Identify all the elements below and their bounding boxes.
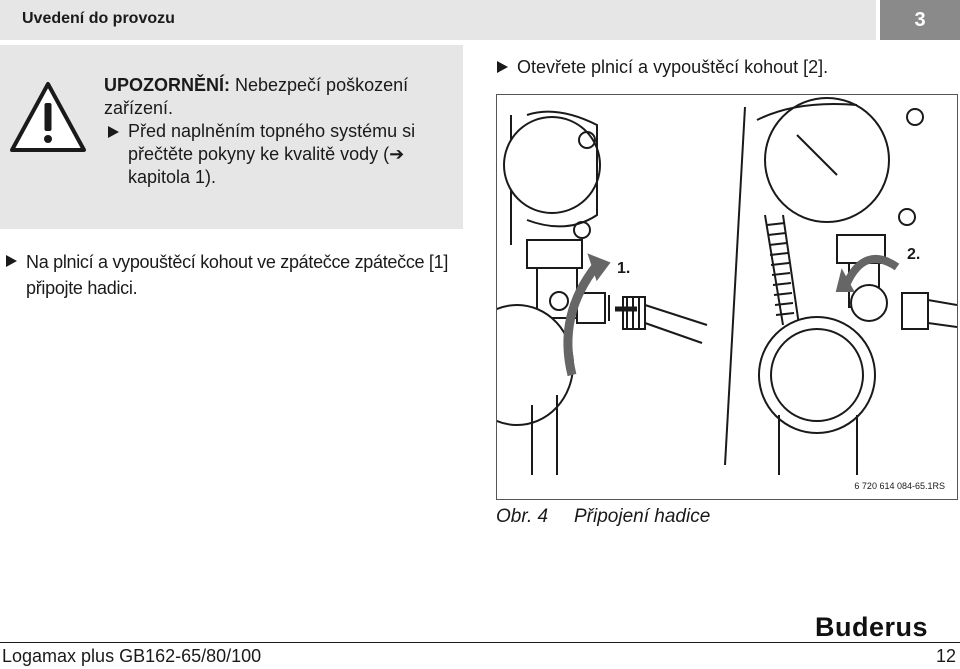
- figure-caption: Obr. 4 Připojení hadice: [496, 506, 710, 528]
- brand-logo: Buderus: [815, 612, 929, 642]
- chapter-number-badge: 3: [880, 0, 960, 40]
- document-title: Logamax plus GB162-65/80/100: [2, 646, 262, 666]
- step-arrow-icon: [6, 255, 17, 267]
- step-arrow-icon: [108, 126, 119, 138]
- figure-reference: 6 720 614 084-65.1RS: [854, 481, 945, 491]
- footer-divider-right: [800, 642, 960, 643]
- figure-label-2: 2.: [907, 246, 920, 263]
- step-arrow-icon: [497, 61, 508, 73]
- caption-number: Obr. 4: [496, 506, 549, 527]
- valve-illustration: 1. 2. 6 720 614 084-65.1RS: [497, 97, 957, 491]
- warning-heading: UPOZORNĚNÍ: Nebezpečí poškození zařízení…: [104, 75, 409, 118]
- figure-label-1: 1.: [617, 260, 630, 277]
- step-connect-hose: Na plnicí a vypouštěcí kohout ve zpátečc…: [2, 249, 496, 301]
- warning-step: Před naplněním topného systému si přečtě…: [104, 120, 454, 189]
- warning-text: UPOZORNĚNÍ: Nebezpečí poškození zařízení…: [104, 74, 454, 189]
- figure-hose-connection: 1. 2. 6 720 614 084-65.1RS: [496, 94, 958, 500]
- footer-divider: [0, 642, 800, 643]
- section-title: Uvedení do provozu: [22, 10, 175, 27]
- warning-triangle-icon: [10, 82, 86, 152]
- caption-text: Připojení hadice: [574, 506, 711, 527]
- step-open-valve: Otevřete plnicí a vypouštěcí kohout [2].: [493, 55, 957, 79]
- page-number: 12: [935, 646, 956, 666]
- header-bar: Uvedení do provozu: [0, 0, 876, 40]
